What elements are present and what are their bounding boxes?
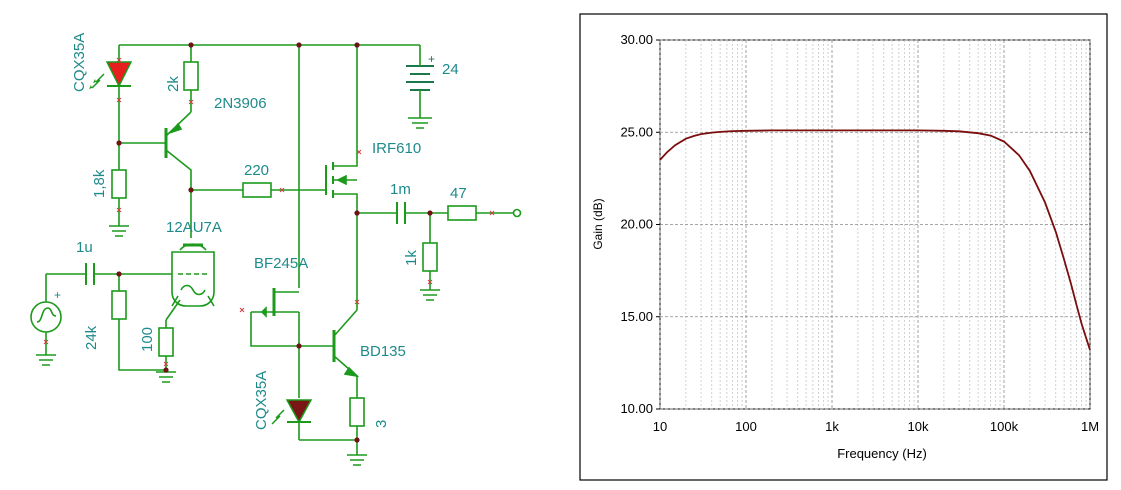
battery-plus: + xyxy=(428,52,435,66)
pnp-transistor xyxy=(119,111,192,190)
mosfet-label: IRF610 xyxy=(372,140,421,157)
x-tick-label: 10 xyxy=(653,419,667,434)
r-47-label: 47 xyxy=(450,185,467,202)
led-bottom xyxy=(271,399,313,425)
r-220-label: 220 xyxy=(244,162,269,179)
led-top-label: CQX35A xyxy=(71,33,88,92)
x-tick-label: 100k xyxy=(990,419,1019,434)
jfet xyxy=(250,288,300,347)
r-24k-label: 24k xyxy=(83,325,100,350)
junction-nodes xyxy=(116,42,433,443)
vacuum-tube xyxy=(165,243,215,321)
mosfet xyxy=(325,45,358,310)
grid xyxy=(656,39,1091,410)
chart-frame xyxy=(579,13,1108,481)
source-plus: + xyxy=(54,288,61,302)
x-tick-label: 100 xyxy=(735,419,757,434)
x-tick-label: 1k xyxy=(825,419,839,434)
jfet-label: BF245A xyxy=(254,255,308,272)
r-1k-label: 1k xyxy=(403,250,420,266)
led-top xyxy=(89,61,133,89)
npn-transistor xyxy=(299,309,360,398)
bode-chart: 10 100 1k 10k 100k 1M 10.00 15.00 20.00 25.00 30.0… xyxy=(579,13,1108,481)
r-1k8-label: 1,8k xyxy=(91,169,108,198)
pin-markers xyxy=(43,57,495,367)
r-3-label: 3 xyxy=(373,420,390,428)
x-axis-label: Frequency (Hz) xyxy=(837,446,927,461)
pnp-label: 2N3906 xyxy=(214,95,267,112)
y-tick-label: 20.00 xyxy=(620,217,653,232)
r-2k-label: 2k xyxy=(165,76,182,92)
x-tick-label: 1M xyxy=(1081,419,1099,434)
npn-label: BD135 xyxy=(360,343,406,360)
gain-curve xyxy=(659,129,1091,351)
y-axis-label: Gain (dB) xyxy=(591,198,605,249)
x-tick-label: 10k xyxy=(908,419,929,434)
y-tick-label: 15.00 xyxy=(620,309,653,324)
c-1m-label: 1m xyxy=(390,181,411,198)
c-1u-label: 1u xyxy=(76,239,93,256)
y-tick-label: 10.00 xyxy=(620,401,653,416)
y-tick-label: 30.00 xyxy=(620,32,653,47)
tube-label: 12AU7A xyxy=(166,219,222,236)
tick-labels: 10 100 1k 10k 100k 1M 10.00 15.00 20.00 25.00 30.0… xyxy=(620,32,1099,434)
circuit-schematic xyxy=(30,44,522,466)
battery-label: 24 xyxy=(442,61,459,78)
signal-source xyxy=(30,274,62,366)
led-bottom-label: CQX35A xyxy=(253,371,270,430)
battery-symbol xyxy=(406,55,434,129)
r-100-label: 100 xyxy=(139,327,156,352)
y-tick-label: 25.00 xyxy=(620,124,653,139)
